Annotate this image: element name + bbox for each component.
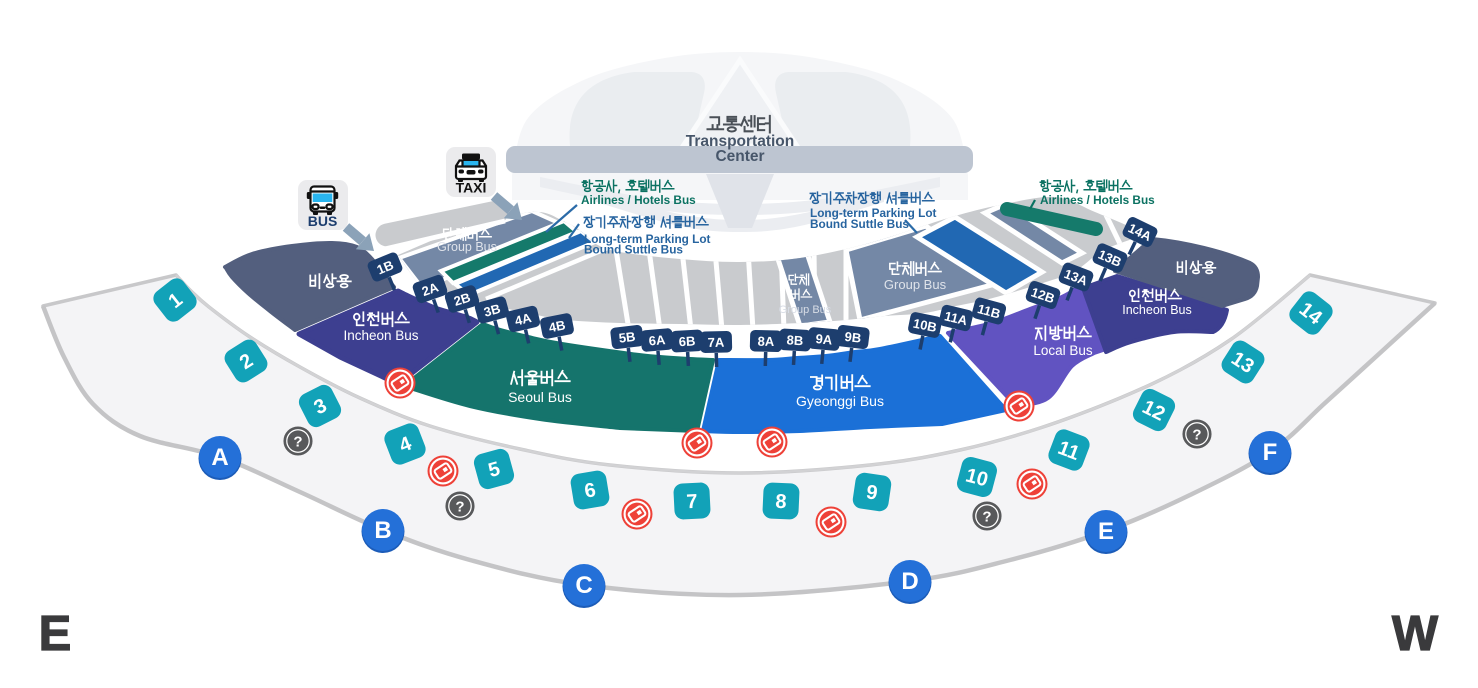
svg-text:C: C: [575, 572, 592, 599]
svg-text:Gyeonggi Bus: Gyeonggi Bus: [796, 393, 884, 409]
svg-text:Transportation: Transportation: [686, 133, 795, 150]
svg-text:Airlines / Hotels Bus: Airlines / Hotels Bus: [581, 193, 696, 207]
svg-text:Bound Suttle Bus: Bound Suttle Bus: [810, 217, 909, 231]
svg-text:W: W: [1392, 607, 1439, 661]
svg-text:2A: 2A: [420, 279, 441, 299]
svg-text:A: A: [211, 444, 228, 471]
svg-text:1B: 1B: [375, 257, 396, 277]
svg-text:Airlines / Hotels Bus: Airlines / Hotels Bus: [1040, 193, 1155, 207]
svg-text:4A: 4A: [513, 310, 533, 329]
svg-text:4B: 4B: [547, 317, 566, 335]
svg-text:11B: 11B: [976, 301, 1002, 322]
svg-text:E: E: [39, 607, 72, 661]
svg-text:3B: 3B: [482, 301, 502, 320]
svg-text:8A: 8A: [757, 334, 775, 349]
svg-text:2B: 2B: [452, 290, 472, 309]
svg-text:E: E: [1098, 518, 1114, 545]
svg-text:Center: Center: [715, 148, 764, 165]
svg-text:7: 7: [686, 491, 698, 514]
svg-text:Incheon Bus: Incheon Bus: [1122, 303, 1192, 317]
svg-text:5B: 5B: [618, 329, 636, 346]
svg-text:BUS: BUS: [308, 213, 338, 229]
svg-text:Seoul Bus: Seoul Bus: [508, 389, 572, 405]
svg-text:8: 8: [775, 491, 787, 513]
svg-text:6A: 6A: [648, 332, 666, 348]
svg-text:8B: 8B: [786, 332, 803, 348]
svg-text:TAXI: TAXI: [456, 180, 487, 196]
svg-text:Group Bus: Group Bus: [437, 240, 497, 254]
svg-text:11A: 11A: [943, 308, 970, 328]
svg-text:?: ?: [455, 498, 464, 515]
svg-text:Incheon Bus: Incheon Bus: [343, 328, 418, 343]
svg-text:6: 6: [583, 479, 598, 503]
svg-text:?: ?: [293, 433, 302, 450]
svg-text:?: ?: [982, 508, 991, 525]
svg-text:12B: 12B: [1029, 284, 1056, 306]
svg-text:Group Bus: Group Bus: [779, 304, 832, 316]
svg-text:9B: 9B: [844, 329, 862, 346]
svg-text:F: F: [1263, 439, 1278, 466]
svg-text:Group Bus: Group Bus: [884, 277, 947, 292]
svg-text:9A: 9A: [815, 331, 834, 347]
svg-text:7A: 7A: [708, 335, 726, 350]
svg-text:Bound Suttle Bus: Bound Suttle Bus: [584, 243, 683, 257]
svg-text:?: ?: [1192, 426, 1201, 443]
svg-text:Long-term Parking Lot: Long-term Parking Lot: [810, 206, 937, 220]
svg-text:9: 9: [865, 481, 879, 504]
svg-text:10B: 10B: [912, 316, 938, 335]
svg-text:Long-term Parking Lot: Long-term Parking Lot: [584, 232, 711, 246]
svg-text:B: B: [374, 517, 391, 544]
svg-text:Local Bus: Local Bus: [1033, 343, 1093, 358]
svg-text:6B: 6B: [678, 333, 695, 349]
svg-text:D: D: [901, 568, 918, 595]
